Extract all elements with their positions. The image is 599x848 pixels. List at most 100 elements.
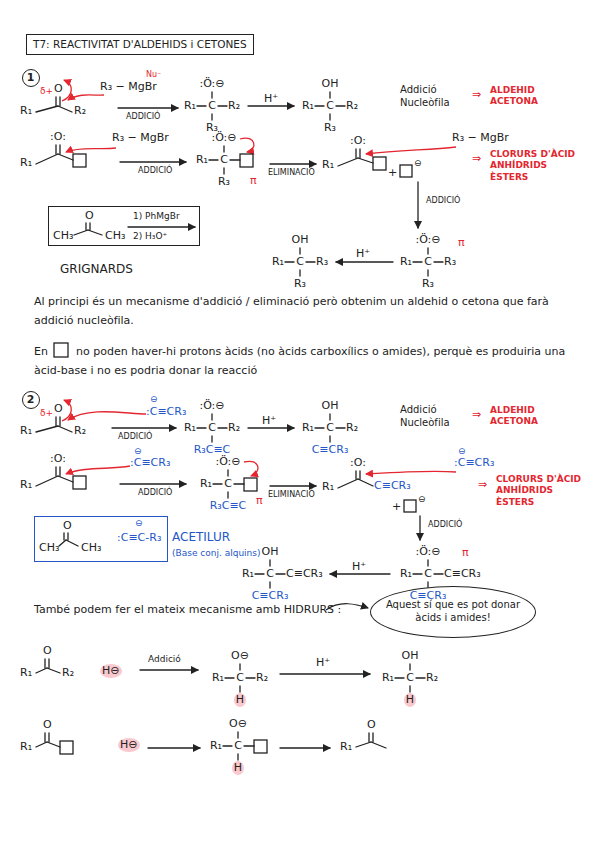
structure-atom: R₃ bbox=[316, 255, 328, 269]
bond-line bbox=[371, 742, 386, 748]
bond-line bbox=[74, 230, 88, 235]
annotation: CLORURS D'ÀCID ANHÍDRIDS ÈSTERS bbox=[496, 474, 592, 508]
structure-atom: OH bbox=[402, 649, 419, 663]
bond-line bbox=[223, 745, 232, 746]
structure-atom: R₂ bbox=[256, 671, 268, 685]
annotation: Addició Nucleòfila bbox=[400, 404, 472, 429]
reaction-arrow bbox=[118, 107, 178, 108]
bond-line bbox=[356, 742, 371, 747]
bond-line bbox=[48, 659, 49, 668]
annotation: π bbox=[458, 236, 465, 250]
annotation: H⁺ bbox=[356, 247, 370, 261]
annotation: ⇒ bbox=[472, 408, 481, 422]
annotation: ⇒ bbox=[478, 478, 487, 492]
annotation: H⊖ bbox=[118, 738, 140, 752]
reaction-arrow bbox=[148, 747, 200, 748]
structure-atom: OH bbox=[322, 77, 339, 91]
structure-atom: C bbox=[424, 567, 432, 581]
bond-line bbox=[36, 106, 58, 112]
bond-line bbox=[213, 483, 222, 484]
bond-line bbox=[329, 414, 330, 420]
bond-line bbox=[409, 686, 410, 692]
annotation: R₃ − MgBr bbox=[100, 80, 157, 94]
bond-line bbox=[211, 92, 212, 98]
bond-line bbox=[55, 417, 56, 426]
bond-line bbox=[359, 149, 360, 158]
structure-atom: R₁ bbox=[400, 255, 412, 269]
annotation: π bbox=[462, 546, 469, 560]
annotation: ⇒ bbox=[472, 152, 481, 166]
node-text: :C≡C-R₃ bbox=[117, 531, 161, 545]
bond-line bbox=[36, 154, 58, 164]
annotation: Addició bbox=[148, 654, 181, 665]
structure-atom: R₃C≡C bbox=[210, 499, 247, 513]
structure-atom: C≡CR₃ bbox=[444, 567, 481, 581]
annotation: R₂ bbox=[74, 104, 86, 118]
bond-line bbox=[285, 261, 294, 262]
bond-line bbox=[413, 573, 422, 574]
structure-atom: R₂ bbox=[426, 671, 438, 685]
bond-line bbox=[218, 105, 227, 106]
bond-line bbox=[59, 97, 60, 106]
bond-line bbox=[329, 436, 330, 442]
annotation: R₁ bbox=[322, 480, 334, 494]
annotation: O bbox=[43, 718, 52, 732]
annotation: O bbox=[367, 718, 376, 732]
bond-line bbox=[59, 417, 60, 426]
annotation: ADDICIÓ bbox=[118, 432, 152, 442]
electron-arrow bbox=[244, 461, 258, 476]
structure-atom: C bbox=[208, 99, 216, 113]
step-number: 2 bbox=[22, 391, 40, 409]
step-number: 1 bbox=[22, 69, 40, 87]
annotation: ⊖ bbox=[418, 494, 426, 505]
annotation: R₂ bbox=[74, 424, 86, 438]
structure-atom: R₃C≡C bbox=[194, 443, 231, 457]
structure-atom: R₂ bbox=[228, 99, 240, 113]
electron-arrow bbox=[68, 412, 146, 420]
group-square bbox=[254, 740, 267, 753]
bond-line bbox=[55, 145, 56, 154]
structure-atom: R₃ bbox=[218, 175, 230, 189]
annotation: no poden haver-hi protons àcids (no àcid… bbox=[34, 342, 579, 381]
node-text: CH₃ bbox=[81, 541, 101, 555]
bond-line bbox=[355, 471, 356, 479]
bond-line bbox=[55, 467, 56, 476]
bond-line bbox=[269, 560, 270, 566]
bond-line bbox=[230, 159, 240, 160]
bond-line bbox=[299, 270, 300, 276]
bond-line bbox=[227, 470, 228, 476]
annotation: R₁ bbox=[20, 740, 32, 754]
bond-line bbox=[372, 733, 373, 742]
structure-atom: R₁ bbox=[184, 421, 196, 435]
structure-atom: R₁ bbox=[184, 99, 196, 113]
bond-line bbox=[427, 560, 428, 566]
structure-atom: R₁ bbox=[382, 671, 394, 685]
bond-line bbox=[36, 742, 47, 747]
group-square bbox=[240, 154, 253, 167]
annotation: C≡CR₃ bbox=[374, 479, 411, 493]
annotation: R₁ bbox=[20, 478, 32, 492]
electron-arrow bbox=[66, 148, 116, 152]
annotation: π bbox=[256, 494, 263, 508]
bond-line bbox=[36, 668, 47, 673]
group-square bbox=[400, 165, 412, 177]
bond-line bbox=[211, 114, 212, 120]
annotation: ALDEHID ACETONA bbox=[490, 85, 552, 108]
reaction-arrow bbox=[248, 427, 294, 428]
structure-atom: OH bbox=[322, 399, 339, 413]
group-square bbox=[373, 157, 386, 170]
annotation: O bbox=[54, 402, 63, 416]
bond-line bbox=[44, 659, 45, 668]
electron-arrow bbox=[66, 466, 130, 474]
group-square bbox=[60, 741, 73, 754]
reaction-arrow bbox=[336, 261, 393, 262]
annotation: ADDICIÓ bbox=[138, 166, 172, 176]
bond-line bbox=[329, 114, 330, 120]
reaction-arrow bbox=[140, 669, 198, 670]
node-text: CH₃ bbox=[53, 229, 73, 243]
annotation: ⊖ bbox=[414, 158, 422, 169]
annotation: ⊖ bbox=[458, 446, 466, 457]
annotation: R₁ bbox=[20, 424, 32, 438]
bond-line bbox=[218, 427, 227, 428]
bond-line bbox=[59, 467, 60, 476]
